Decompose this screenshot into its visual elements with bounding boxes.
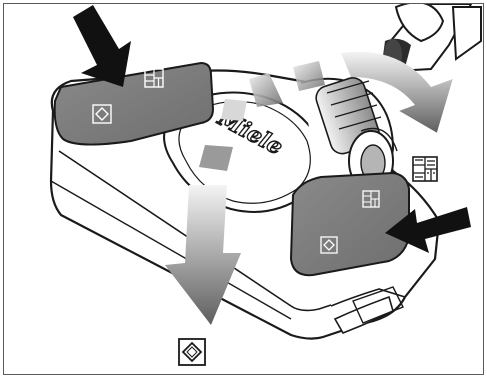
illustration-frame: Miele	[3, 3, 484, 375]
carpet-symbol-large-icon	[413, 157, 437, 181]
hard-floor-symbol-large-icon	[179, 339, 205, 365]
pedal-right	[291, 173, 409, 275]
floorhead-illustration: Miele	[4, 4, 484, 375]
press-arrow-left	[73, 5, 131, 87]
